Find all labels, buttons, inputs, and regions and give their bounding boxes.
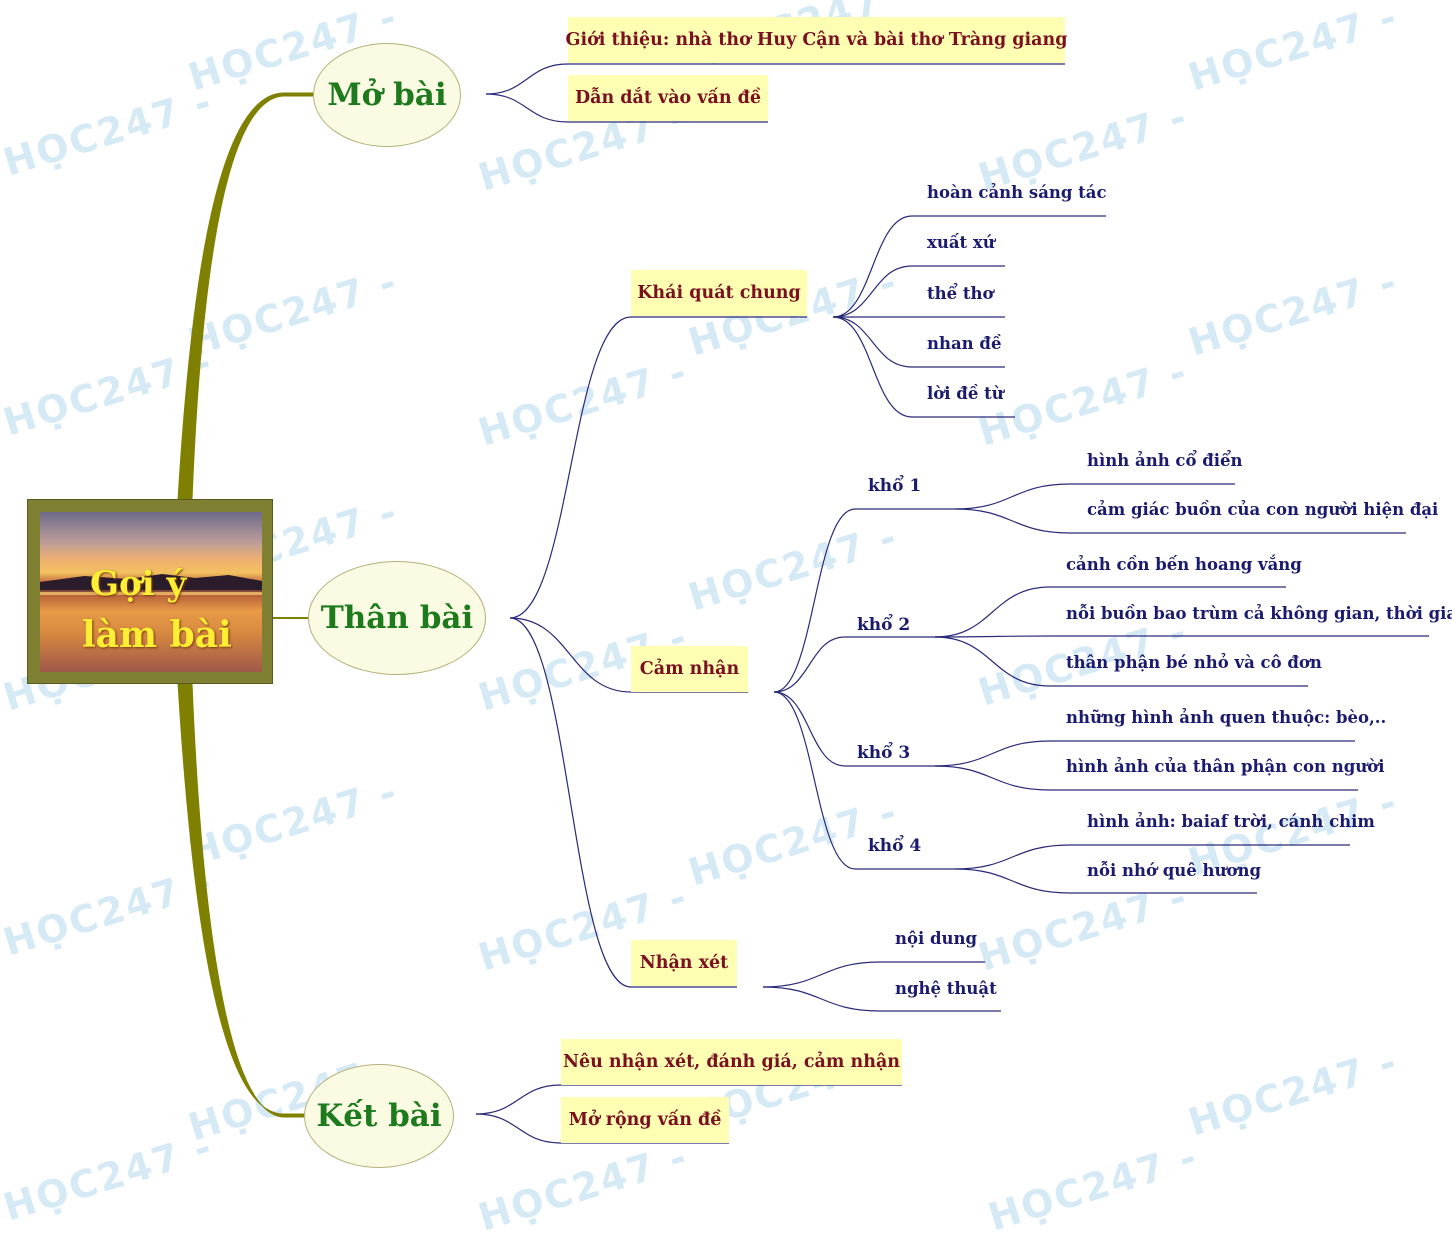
kho-3-leaf[interactable]: hình ảnh của thân phận con người bbox=[1066, 757, 1385, 776]
sun-reflection bbox=[40, 592, 262, 595]
khai-quat-leaf[interactable]: thể thơ bbox=[927, 284, 994, 303]
ket-bai-item[interactable]: Nêu nhận xét, đánh giá, cảm nhận bbox=[561, 1039, 902, 1085]
kho-3-leaf[interactable]: những hình ảnh quen thuộc: bèo,.. bbox=[1066, 708, 1387, 727]
line-kho-4-leaf bbox=[954, 844, 1350, 870]
line-ket-bai-1 bbox=[475, 1084, 902, 1115]
line-kho-3-leaf bbox=[934, 740, 1355, 767]
line-kho-2-leaf bbox=[934, 635, 1429, 638]
kho-1-leaf[interactable]: cảm giác buồn của con người hiện đại bbox=[1087, 500, 1439, 519]
mo-bai-item[interactable]: Dẫn dắt vào vấn đề bbox=[568, 75, 768, 121]
kho-4-leaf[interactable]: hình ảnh: baiaf trời, cánh chim bbox=[1087, 812, 1375, 831]
ket-bai-item[interactable]: Mở rộng vấn đề bbox=[561, 1097, 729, 1143]
line-kho-4 bbox=[773, 691, 955, 870]
khai-quat-node[interactable]: Khái quát chung bbox=[631, 270, 807, 316]
branch-mo-bai[interactable]: Mở bài bbox=[313, 43, 461, 147]
line-nhan-xet bbox=[509, 617, 737, 988]
mountain-silhouette bbox=[40, 574, 262, 590]
kho-2-leaf[interactable]: nỗi buồn bao trùm cả không gian, thời gi… bbox=[1066, 604, 1452, 623]
line-mo-bai-2 bbox=[485, 93, 768, 123]
line-kho-1-leaf bbox=[954, 508, 1406, 534]
kho-1-leaf[interactable]: hình ảnh cổ điển bbox=[1087, 451, 1243, 470]
central-title-line2: làm bài bbox=[82, 614, 232, 656]
central-title-line1: Gợi ý bbox=[90, 564, 187, 604]
branch-mo-bai-label: Mở bài bbox=[327, 77, 447, 113]
kho-2-leaf[interactable]: thân phận bé nhỏ và cô đơn bbox=[1066, 653, 1322, 672]
kho-4-node[interactable]: khổ 4 bbox=[868, 836, 922, 856]
connector-lines bbox=[177, 63, 1429, 1144]
kho-1-node[interactable]: khổ 1 bbox=[868, 476, 922, 496]
central-node[interactable]: Gợi ý làm bài bbox=[27, 499, 273, 684]
branch-than-bai[interactable]: Thân bài bbox=[308, 561, 486, 675]
trunk-to-mo-bai bbox=[177, 92, 314, 501]
khai-quat-leaf[interactable]: xuất xứ bbox=[927, 233, 995, 252]
kho-3-node[interactable]: khổ 3 bbox=[857, 743, 911, 763]
line-kho-3 bbox=[773, 691, 945, 767]
khai-quat-leaf[interactable]: nhan đề bbox=[927, 334, 1002, 353]
branch-ket-bai-label: Kết bài bbox=[316, 1098, 442, 1134]
line-kho-1 bbox=[773, 508, 955, 693]
line-kho-4-leaf bbox=[954, 868, 1257, 894]
line-kho-1-leaf bbox=[954, 483, 1235, 510]
cam-nhan-node[interactable]: Cảm nhận bbox=[631, 646, 748, 692]
line-khai-quat-leaf bbox=[832, 215, 1106, 318]
line-kho-2-leaf bbox=[934, 586, 1286, 638]
khai-quat-leaf[interactable]: lời đề từ bbox=[927, 384, 1004, 403]
khai-quat-leaf[interactable]: hoàn cảnh sáng tác bbox=[927, 183, 1107, 202]
line-nhan-xet-leaf bbox=[762, 986, 1001, 1012]
line-khai-quat-leaf bbox=[832, 316, 1005, 368]
branch-than-bai-label: Thân bài bbox=[320, 600, 474, 636]
nhan-xet-leaf[interactable]: nghệ thuật bbox=[895, 979, 997, 998]
nhan-xet-leaf[interactable]: nội dung bbox=[895, 929, 978, 948]
nhan-xet-node[interactable]: Nhận xét bbox=[631, 940, 737, 986]
sunset-image: Gợi ý làm bài bbox=[40, 512, 262, 672]
line-kho-3-leaf bbox=[934, 765, 1358, 791]
kho-2-leaf[interactable]: cảnh cồn bến hoang vắng bbox=[1066, 555, 1302, 574]
line-mo-bai-1 bbox=[485, 63, 1065, 95]
line-ket-bai-2 bbox=[475, 1113, 729, 1144]
line-kho-2-leaf bbox=[934, 636, 1308, 687]
line-kho-2 bbox=[773, 636, 945, 693]
line-khai-quat bbox=[509, 316, 807, 619]
kho-2-node[interactable]: khổ 2 bbox=[857, 615, 911, 635]
line-khai-quat-leaf bbox=[832, 265, 1005, 318]
trunk-to-ket-bai bbox=[177, 682, 305, 1118]
branch-ket-bai[interactable]: Kết bài bbox=[304, 1064, 454, 1168]
mo-bai-item[interactable]: Giới thiệu: nhà thơ Huy Cận và bài thơ T… bbox=[566, 17, 1067, 63]
line-nhan-xet-leaf bbox=[762, 961, 985, 988]
line-khai-quat-leaf bbox=[832, 316, 1015, 418]
kho-4-leaf[interactable]: nỗi nhớ quê hương bbox=[1087, 861, 1262, 880]
line-cam-nhan bbox=[509, 617, 748, 693]
